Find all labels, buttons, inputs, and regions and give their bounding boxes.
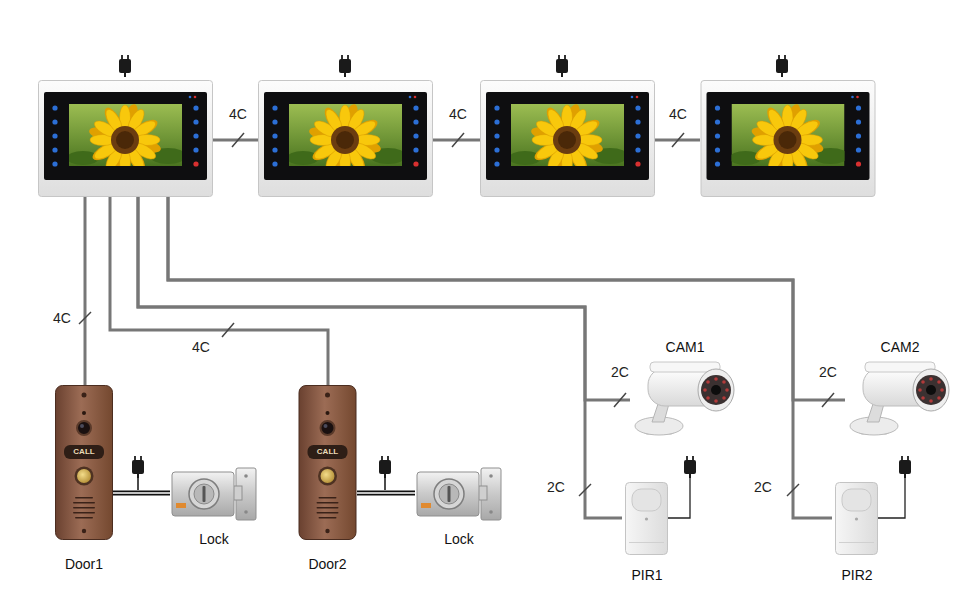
video-monitor xyxy=(700,80,876,197)
door-station: CALL Door1 xyxy=(55,385,113,575)
wire-spec-label: 4C xyxy=(229,106,247,122)
device-name: PIR1 xyxy=(622,566,672,584)
power-adapter xyxy=(556,55,568,77)
wire-spec-label: 2C xyxy=(754,479,772,495)
wire-spec-label: 4C xyxy=(669,106,687,122)
power-cord xyxy=(384,478,386,490)
video-monitor xyxy=(480,80,655,197)
wire-line xyxy=(110,197,328,385)
wire-spec-label: 2C xyxy=(819,364,837,380)
bus-wire xyxy=(433,140,480,141)
camera-illustration xyxy=(635,362,734,435)
wire-line xyxy=(113,491,170,496)
wire-spec-label: 4C xyxy=(53,310,71,326)
monitor-illustration xyxy=(259,81,433,197)
monitor-illustration xyxy=(701,81,875,197)
door-panel-illustration xyxy=(56,386,113,540)
wire-line xyxy=(168,197,832,518)
power-adapter xyxy=(379,456,391,478)
cctv-camera: CAM1 xyxy=(630,338,740,440)
device-name: Door1 xyxy=(55,555,113,573)
monitor-illustration xyxy=(481,81,655,197)
power-adapter xyxy=(132,456,144,478)
call-button-text: CALL xyxy=(298,445,357,459)
wire-spec-label: 2C xyxy=(547,479,565,495)
wire-line xyxy=(138,197,630,400)
power-cord xyxy=(137,478,139,490)
lock-illustration xyxy=(417,468,501,520)
pir-illustration xyxy=(626,483,668,555)
call-button-text: CALL xyxy=(55,445,113,459)
electric-lock: Lock xyxy=(170,470,258,548)
camera-illustration xyxy=(850,362,949,435)
pir-sensor: PIR1 xyxy=(622,482,672,585)
power-adapter xyxy=(776,55,788,77)
power-cord xyxy=(878,478,905,518)
device-name: Lock xyxy=(415,530,503,548)
bus-wire xyxy=(168,197,845,400)
wire-line xyxy=(113,492,170,494)
wire-spec-label: 4C xyxy=(449,106,467,122)
power-adapter xyxy=(339,55,351,77)
wire-line xyxy=(138,197,622,518)
bus-wire xyxy=(110,197,328,385)
wire-spec-label: 2C xyxy=(611,364,629,380)
device-name: Lock xyxy=(170,530,258,548)
lock-illustration xyxy=(172,468,256,520)
power-adapter xyxy=(119,55,131,77)
wire-line xyxy=(168,197,845,400)
monitor-illustration xyxy=(39,81,213,197)
door-panel-illustration xyxy=(299,386,356,540)
bus-wire xyxy=(213,140,258,141)
power-cord xyxy=(668,478,690,518)
wire-line xyxy=(213,139,258,142)
cctv-camera: CAM2 xyxy=(845,338,955,440)
pir-illustration xyxy=(836,483,878,555)
electric-lock: Lock xyxy=(415,470,503,548)
wire-line xyxy=(357,491,415,496)
device-name: CAM2 xyxy=(845,338,955,356)
wire-line xyxy=(84,197,87,385)
bus-wire xyxy=(85,197,86,385)
slash-mark xyxy=(79,133,834,496)
device-name: PIR2 xyxy=(832,566,882,584)
device-name: Door2 xyxy=(298,555,357,573)
device-name: CAM1 xyxy=(630,338,740,356)
video-monitor xyxy=(258,80,433,197)
lock-wire xyxy=(357,493,415,494)
power-adapter xyxy=(899,456,911,478)
bus-wire xyxy=(168,197,832,518)
pir-sensor: PIR2 xyxy=(832,482,882,585)
door-station: CALL Door2 xyxy=(298,385,357,575)
bus-wire xyxy=(138,197,630,400)
wire-line xyxy=(357,492,415,494)
bus-wire xyxy=(138,197,622,518)
video-monitor xyxy=(38,80,213,197)
lock-wire xyxy=(113,493,170,494)
wire-spec-label: 4C xyxy=(192,339,210,355)
power-adapter xyxy=(684,456,696,478)
